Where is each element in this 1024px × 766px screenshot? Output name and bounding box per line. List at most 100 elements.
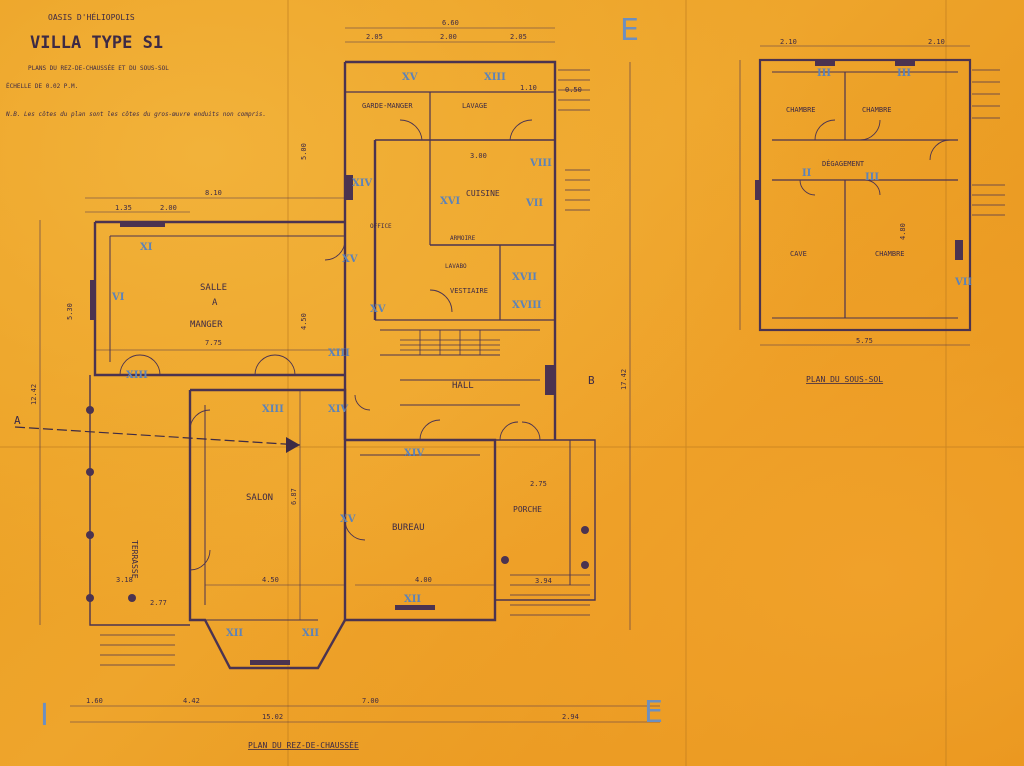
dim-terrasse-width: 3.18 — [116, 576, 133, 584]
ground-floor-dimension-lines — [39, 27, 660, 723]
section-marker-a: A — [14, 414, 21, 427]
basement-numeral-3: III — [865, 172, 879, 183]
room-chambre-3: CHAMBRE — [875, 250, 905, 258]
ground-floor-room-labels: GARDE-MANGER LAVAGE CUISINE OFFICE ARMOI… — [130, 102, 542, 579]
basement-room-labels: CHAMBRE CHAMBRE DÉGAGEMENT CAVE CHAMBRE — [786, 106, 905, 258]
numeral-10: XVIII — [512, 300, 542, 311]
basement-windows — [755, 60, 963, 260]
numeral-20: XIII — [126, 370, 148, 381]
room-salle-line-1: SALLE — [200, 283, 227, 293]
room-cuisine: CUISINE — [466, 189, 500, 198]
numeral-5: XV — [342, 254, 358, 265]
basement-numeral-1: III — [897, 68, 911, 79]
dim-vert-a: 5.00 — [300, 143, 308, 160]
room-bureau: BUREAU — [392, 523, 425, 533]
dim-top-total: 6.60 — [442, 19, 459, 27]
basement-dimension-lines — [739, 45, 970, 346]
dim-bottom-c: 7.00 — [362, 697, 379, 705]
drawing-note: N.B. Les côtes du plan sont les côtes du… — [5, 111, 266, 118]
dim-left-small: 1.35 — [115, 204, 132, 212]
basement-caption: PLAN DU SOUS-SOL — [806, 375, 883, 384]
numeral-13: XIV — [328, 404, 348, 415]
dim-left-wing: 8.10 — [205, 189, 222, 197]
dim-basement-side: 4.80 — [899, 223, 907, 240]
basement-doors — [799, 119, 951, 196]
ground-floor-windows — [90, 175, 555, 665]
room-hall: HALL — [452, 381, 474, 391]
drawing-title: VILLA TYPE S1 — [30, 33, 163, 53]
room-chambre-2: CHAMBRE — [862, 106, 892, 114]
dim-bottom-total: 15.02 — [262, 713, 283, 721]
numeral-3: VIII — [529, 158, 552, 169]
drawing-subtitle: PLANS DU REZ-DE-CHAUSSÉE ET DU SOUS-SOL — [28, 64, 169, 72]
room-terrasse: TERRASSE — [130, 540, 139, 579]
dim-bottom-a: 1.60 — [86, 697, 103, 705]
room-garde-manger: GARDE-MANGER — [362, 102, 413, 110]
numeral-6: XI — [140, 242, 153, 253]
ground-floor-stairs — [100, 69, 590, 666]
room-porche: PORCHE — [513, 505, 542, 514]
pencil-mark-left: I — [40, 698, 49, 733]
room-salle-line-3: MANGER — [190, 320, 223, 330]
numeral-15: XIV — [404, 448, 424, 459]
numeral-19: XV — [340, 514, 356, 525]
dim-misc-a: 2.75 — [530, 480, 547, 488]
basement-stairs — [972, 69, 1005, 216]
dim-total-height: 17.42 — [620, 369, 628, 390]
room-salle-line-2: A — [212, 298, 218, 308]
ground-floor-dimensions: 6.60 2.05 2.00 2.05 8.10 1.35 2.00 7.75 … — [30, 19, 628, 721]
room-degagement: DÉGAGEMENT — [822, 159, 865, 168]
numeral-18: XII — [302, 628, 319, 639]
dim-bureau-width: 4.00 — [415, 576, 432, 584]
dim-vert-c: 5.30 — [66, 303, 74, 320]
numeral-16: XII — [404, 594, 421, 605]
section-line-a: A B — [14, 374, 595, 453]
numeral-0: XV — [402, 72, 418, 83]
ground-floor-caption: PLAN DU REZ-DE-CHAUSSÉE — [248, 739, 359, 750]
numeral-11: XV — [370, 304, 386, 315]
numeral-12: XIII — [328, 348, 350, 359]
dim-basement-bottom: 5.75 — [856, 337, 873, 345]
dim-bottom-b: 4.42 — [183, 697, 200, 705]
room-vestiaire: VESTIAIRE — [450, 287, 488, 295]
scale-label: ÉCHELLE DE 0.02 P.M. — [6, 82, 78, 90]
dim-top-left: 2.05 — [366, 33, 383, 41]
terrace-columns — [86, 406, 589, 602]
dim-misc-c: 2.77 — [150, 599, 167, 607]
pencil-mark-e-bottom: E — [644, 695, 663, 730]
dim-cuisine-width: 3.00 — [470, 152, 487, 160]
section-marker-b: B — [588, 374, 595, 387]
ground-floor-numerals: XV XIII XVI VIII VII XV XI XIV XVII VI X… — [111, 72, 552, 639]
basement-numerals: III III II III VII — [802, 68, 972, 288]
ground-floor-doors — [119, 119, 541, 571]
ground-floor-walls — [89, 60, 596, 670]
room-office: OFFICE — [370, 223, 392, 230]
numeral-9: VI — [111, 292, 125, 303]
dim-bottom-d: 2.94 — [562, 713, 579, 721]
basement-dimensions: 2.10 2.10 4.80 5.75 — [780, 38, 945, 345]
dim-salon-height: 6.87 — [290, 488, 298, 505]
basement-numeral-4: VII — [954, 277, 972, 288]
numeral-4: VII — [525, 198, 543, 209]
dim-left-mid: 2.00 — [160, 204, 177, 212]
numeral-14: XIII — [262, 404, 284, 415]
room-cave: CAVE — [790, 250, 807, 258]
room-lavage: LAVAGE — [462, 102, 487, 110]
location-label: OASIS D'HÉLIOPOLIS — [48, 11, 135, 22]
numeral-8: XVII — [512, 272, 537, 283]
numeral-17: XII — [226, 628, 243, 639]
title-block: OASIS D'HÉLIOPOLIS VILLA TYPE S1 PLANS D… — [5, 11, 266, 118]
basement-walls — [758, 58, 972, 332]
basement-plan: CHAMBRE CHAMBRE DÉGAGEMENT CAVE CHAMBRE … — [739, 38, 1005, 384]
room-salon: SALON — [246, 493, 273, 503]
dim-top-mid: 2.00 — [440, 33, 457, 41]
pencil-mark-e-top: E — [620, 13, 639, 48]
numeral-2: XVI — [440, 196, 461, 207]
dim-misc-b: 3.94 — [535, 577, 552, 585]
dim-left-height: 12.42 — [30, 384, 38, 405]
basement-numeral-0: III — [817, 68, 831, 79]
ground-floor-plan: A B GARDE-MANGER LAVAGE CUISINE OFFICE A… — [14, 19, 660, 750]
